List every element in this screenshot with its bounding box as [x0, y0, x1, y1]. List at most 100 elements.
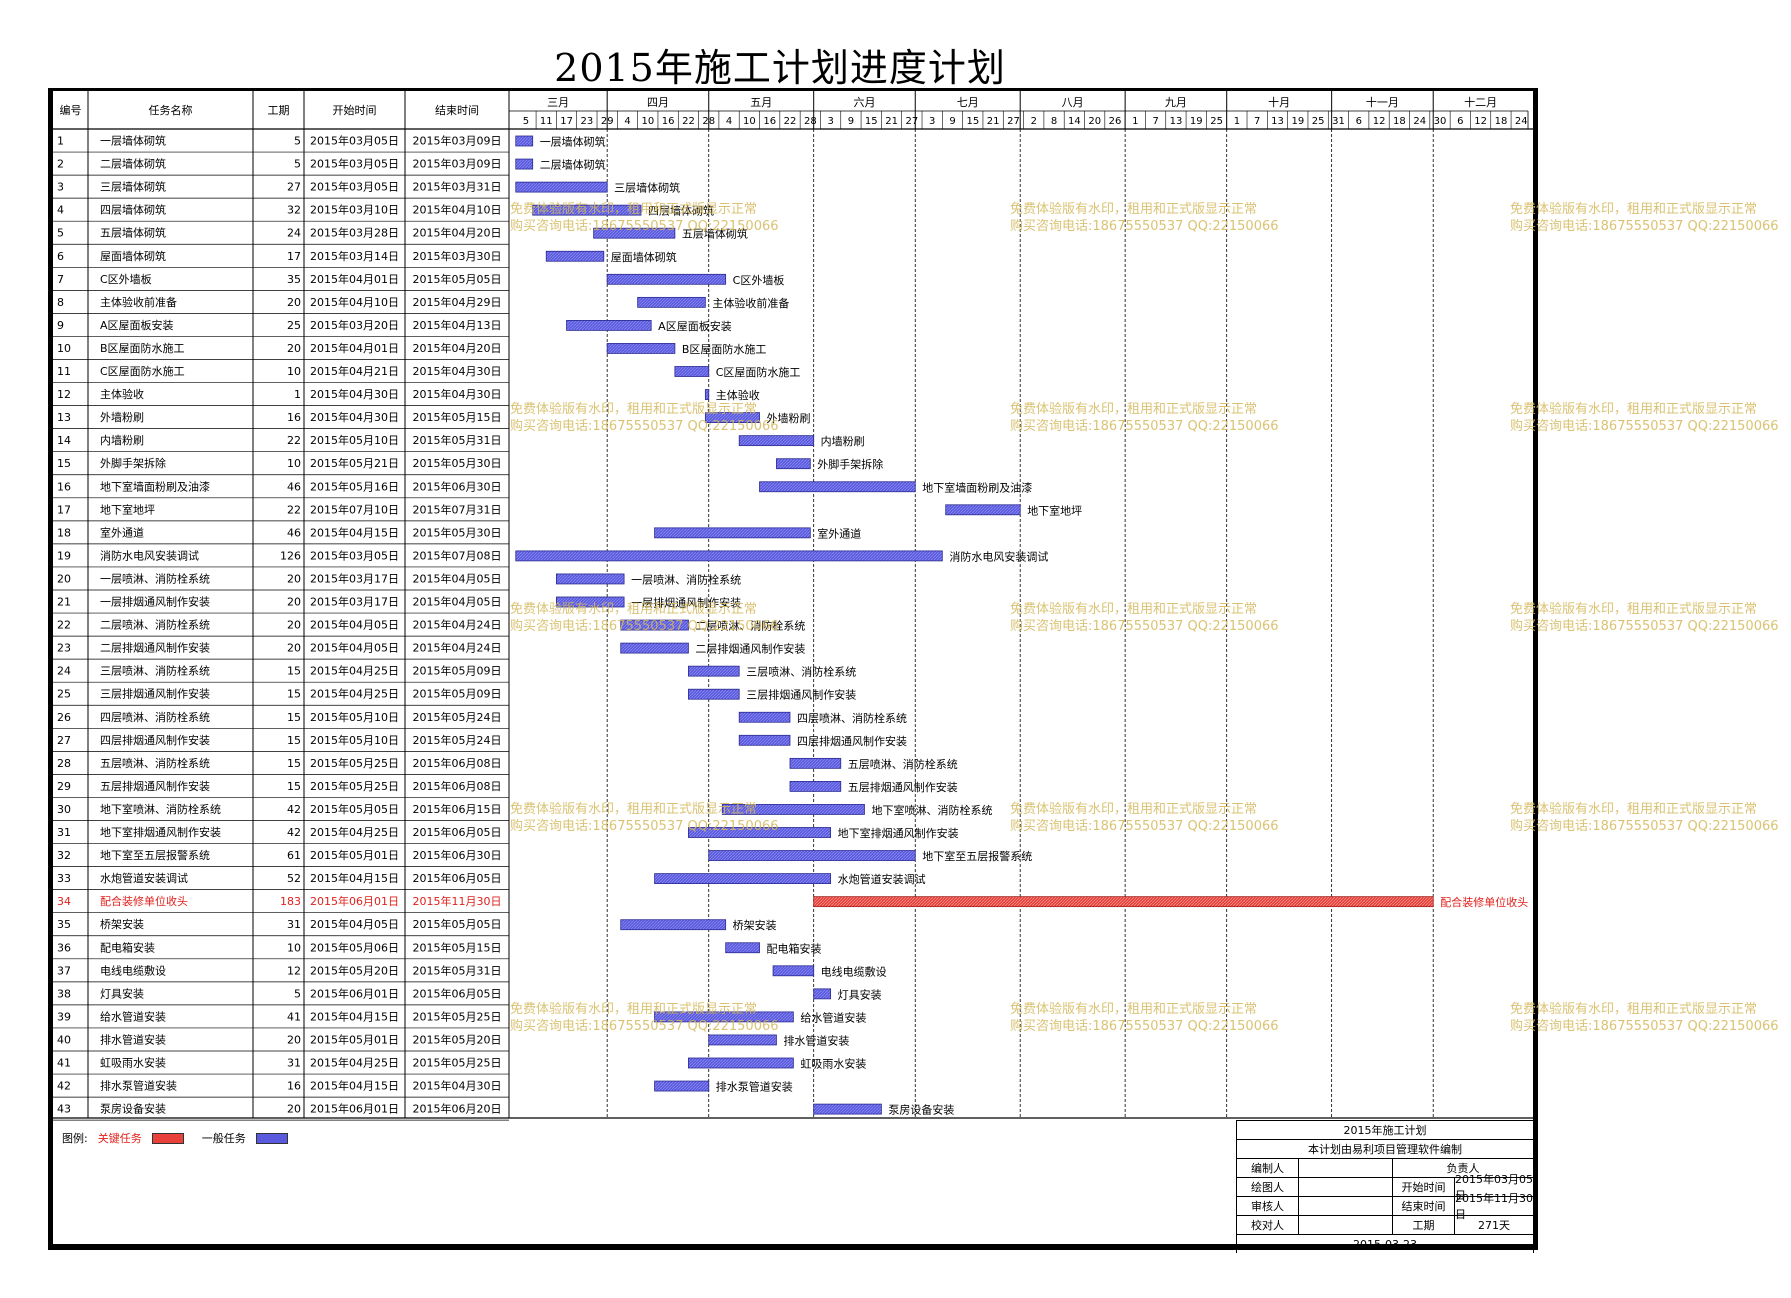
task-id: 14: [57, 434, 71, 447]
task-end: 2015年06月05日: [413, 986, 502, 1000]
task-end: 2015年04月05日: [413, 571, 502, 585]
task-bar: [606, 343, 676, 354]
task-start: 2015年05月10日: [310, 710, 399, 724]
task-start: 2015年04月15日: [310, 871, 399, 885]
task-duration: 20: [287, 1033, 301, 1046]
editor-value: [1299, 1159, 1393, 1177]
task-duration: 46: [287, 526, 301, 539]
task-id: 2: [57, 158, 64, 171]
task-name: 泵房设备安装: [100, 1102, 166, 1116]
day-tick-label: 28: [804, 116, 817, 127]
task-start: 2015年05月05日: [310, 802, 399, 816]
reviewer-value: [1299, 1197, 1393, 1215]
task-id: 3: [57, 181, 64, 194]
task-end: 2015年11月30日: [413, 894, 502, 908]
watermark-line1: 免费体验版有水印，租用和正式版显示正常: [510, 801, 757, 817]
task-end: 2015年06月30日: [413, 479, 502, 493]
task-start: 2015年05月25日: [310, 779, 399, 793]
task-duration: 5: [294, 135, 301, 148]
watermark-line1: 免费体验版有水印，租用和正式版显示正常: [1010, 1001, 1257, 1017]
task-id: 26: [57, 711, 71, 724]
task-start: 2015年04月30日: [310, 410, 399, 424]
task-start: 2015年03月20日: [310, 318, 399, 332]
task-name: 给水管道安装: [100, 1009, 166, 1023]
task-start: 2015年04月25日: [310, 825, 399, 839]
watermark-line2: 购买咨询电话:18675550537 QQ:22150066: [510, 618, 779, 634]
task-bar: [688, 688, 740, 700]
task-duration: 25: [287, 319, 301, 332]
gantt-bars: 一层墙体砌筑二层墙体砌筑三层墙体砌筑四层墙体砌筑五层墙体砌筑屋面墙体砌筑C区外墙…: [515, 135, 1528, 1117]
task-bar-label: 一层墙体砌筑: [540, 135, 606, 149]
task-start: 2015年03月05日: [310, 548, 399, 562]
day-tick-label: 16: [662, 116, 675, 127]
month-label: 十月: [1268, 95, 1290, 109]
task-bar-label: 内墙粉刷: [821, 434, 865, 448]
day-tick-label: 19: [1291, 116, 1304, 127]
task-duration: 10: [287, 365, 301, 378]
task-bar: [555, 596, 625, 608]
task-name: 二层墙体砌筑: [100, 157, 166, 171]
task-id: 36: [57, 941, 71, 954]
day-tick-label: 20: [1088, 116, 1101, 127]
day-tick-label: 15: [966, 116, 979, 127]
day-tick-label: 3: [929, 116, 935, 127]
task-id: 8: [57, 296, 64, 309]
task-bar: [606, 273, 727, 285]
task-bar: [688, 827, 832, 838]
column-header-name: 任务名称: [149, 103, 193, 117]
task-end: 2015年05月09日: [413, 687, 502, 701]
task-duration: 10: [287, 941, 301, 954]
task-start: 2015年03月17日: [310, 571, 399, 585]
day-tick-label: 12: [1373, 116, 1386, 127]
task-bar: [738, 435, 815, 447]
task-start: 2015年03月05日: [310, 157, 399, 171]
task-bar: [704, 389, 710, 400]
task-start: 2015年03月05日: [310, 134, 399, 148]
day-tick-label: 7: [1254, 116, 1260, 127]
task-id: 30: [57, 803, 71, 816]
task-name: 配电箱安装: [100, 940, 155, 954]
task-duration: 15: [287, 688, 301, 701]
checker-value: [1299, 1216, 1393, 1234]
watermark-line2: 购买咨询电话:18675550537 QQ:22150066: [1510, 818, 1779, 834]
task-start: 2015年07月10日: [310, 502, 399, 516]
task-start: 2015年04月05日: [310, 618, 399, 632]
task-bar-label: 二层喷淋、消防栓系统: [695, 619, 805, 633]
task-id: 35: [57, 918, 71, 931]
task-start: 2015年04月01日: [310, 272, 399, 286]
task-bar-label: 三层喷淋、消防栓系统: [746, 665, 856, 679]
day-tick-label: 1: [1132, 116, 1138, 127]
day-tick-label: 13: [1271, 116, 1284, 127]
task-id: 43: [57, 1103, 71, 1116]
task-name: 主体验收: [100, 387, 144, 401]
task-name: 水炮管道安装调试: [100, 871, 188, 885]
task-bar-label: 排水管道安装: [783, 1033, 849, 1047]
task-start: 2015年04月10日: [310, 295, 399, 309]
page-title: 2015年施工计划进度计划: [554, 46, 1006, 90]
plan-date: 2015-03-23: [1237, 1235, 1534, 1253]
watermark-line2: 购买咨询电话:18675550537 QQ:22150066: [1510, 618, 1779, 634]
legend-critical-swatch: [151, 1132, 184, 1144]
task-bar-label: 地下室至五层报警系统: [922, 849, 1032, 863]
task-end: 2015年05月20日: [413, 1032, 502, 1046]
task-end: 2015年07月08日: [413, 548, 502, 562]
task-id: 20: [57, 572, 71, 585]
end-value: 2015年11月30日: [1455, 1192, 1534, 1221]
task-start: 2015年04月15日: [310, 1079, 399, 1093]
day-tick-label: 22: [682, 116, 695, 127]
task-name: 四层墙体砌筑: [100, 203, 166, 217]
task-start: 2015年04月05日: [310, 917, 399, 931]
task-name: B区屋面防水施工: [100, 341, 185, 355]
day-tick-label: 29: [601, 116, 614, 127]
task-id: 41: [57, 1057, 71, 1070]
task-duration: 22: [287, 434, 301, 447]
task-bar: [759, 481, 916, 493]
task-id: 13: [57, 411, 71, 424]
task-end: 2015年06月20日: [413, 1102, 502, 1116]
task-name: 五层墙体砌筑: [100, 226, 166, 240]
task-bar-label: 地下室地坪: [1027, 503, 1082, 517]
task-bar: [688, 1057, 794, 1069]
task-start: 2015年04月15日: [310, 1009, 399, 1023]
task-bar: [654, 527, 811, 539]
